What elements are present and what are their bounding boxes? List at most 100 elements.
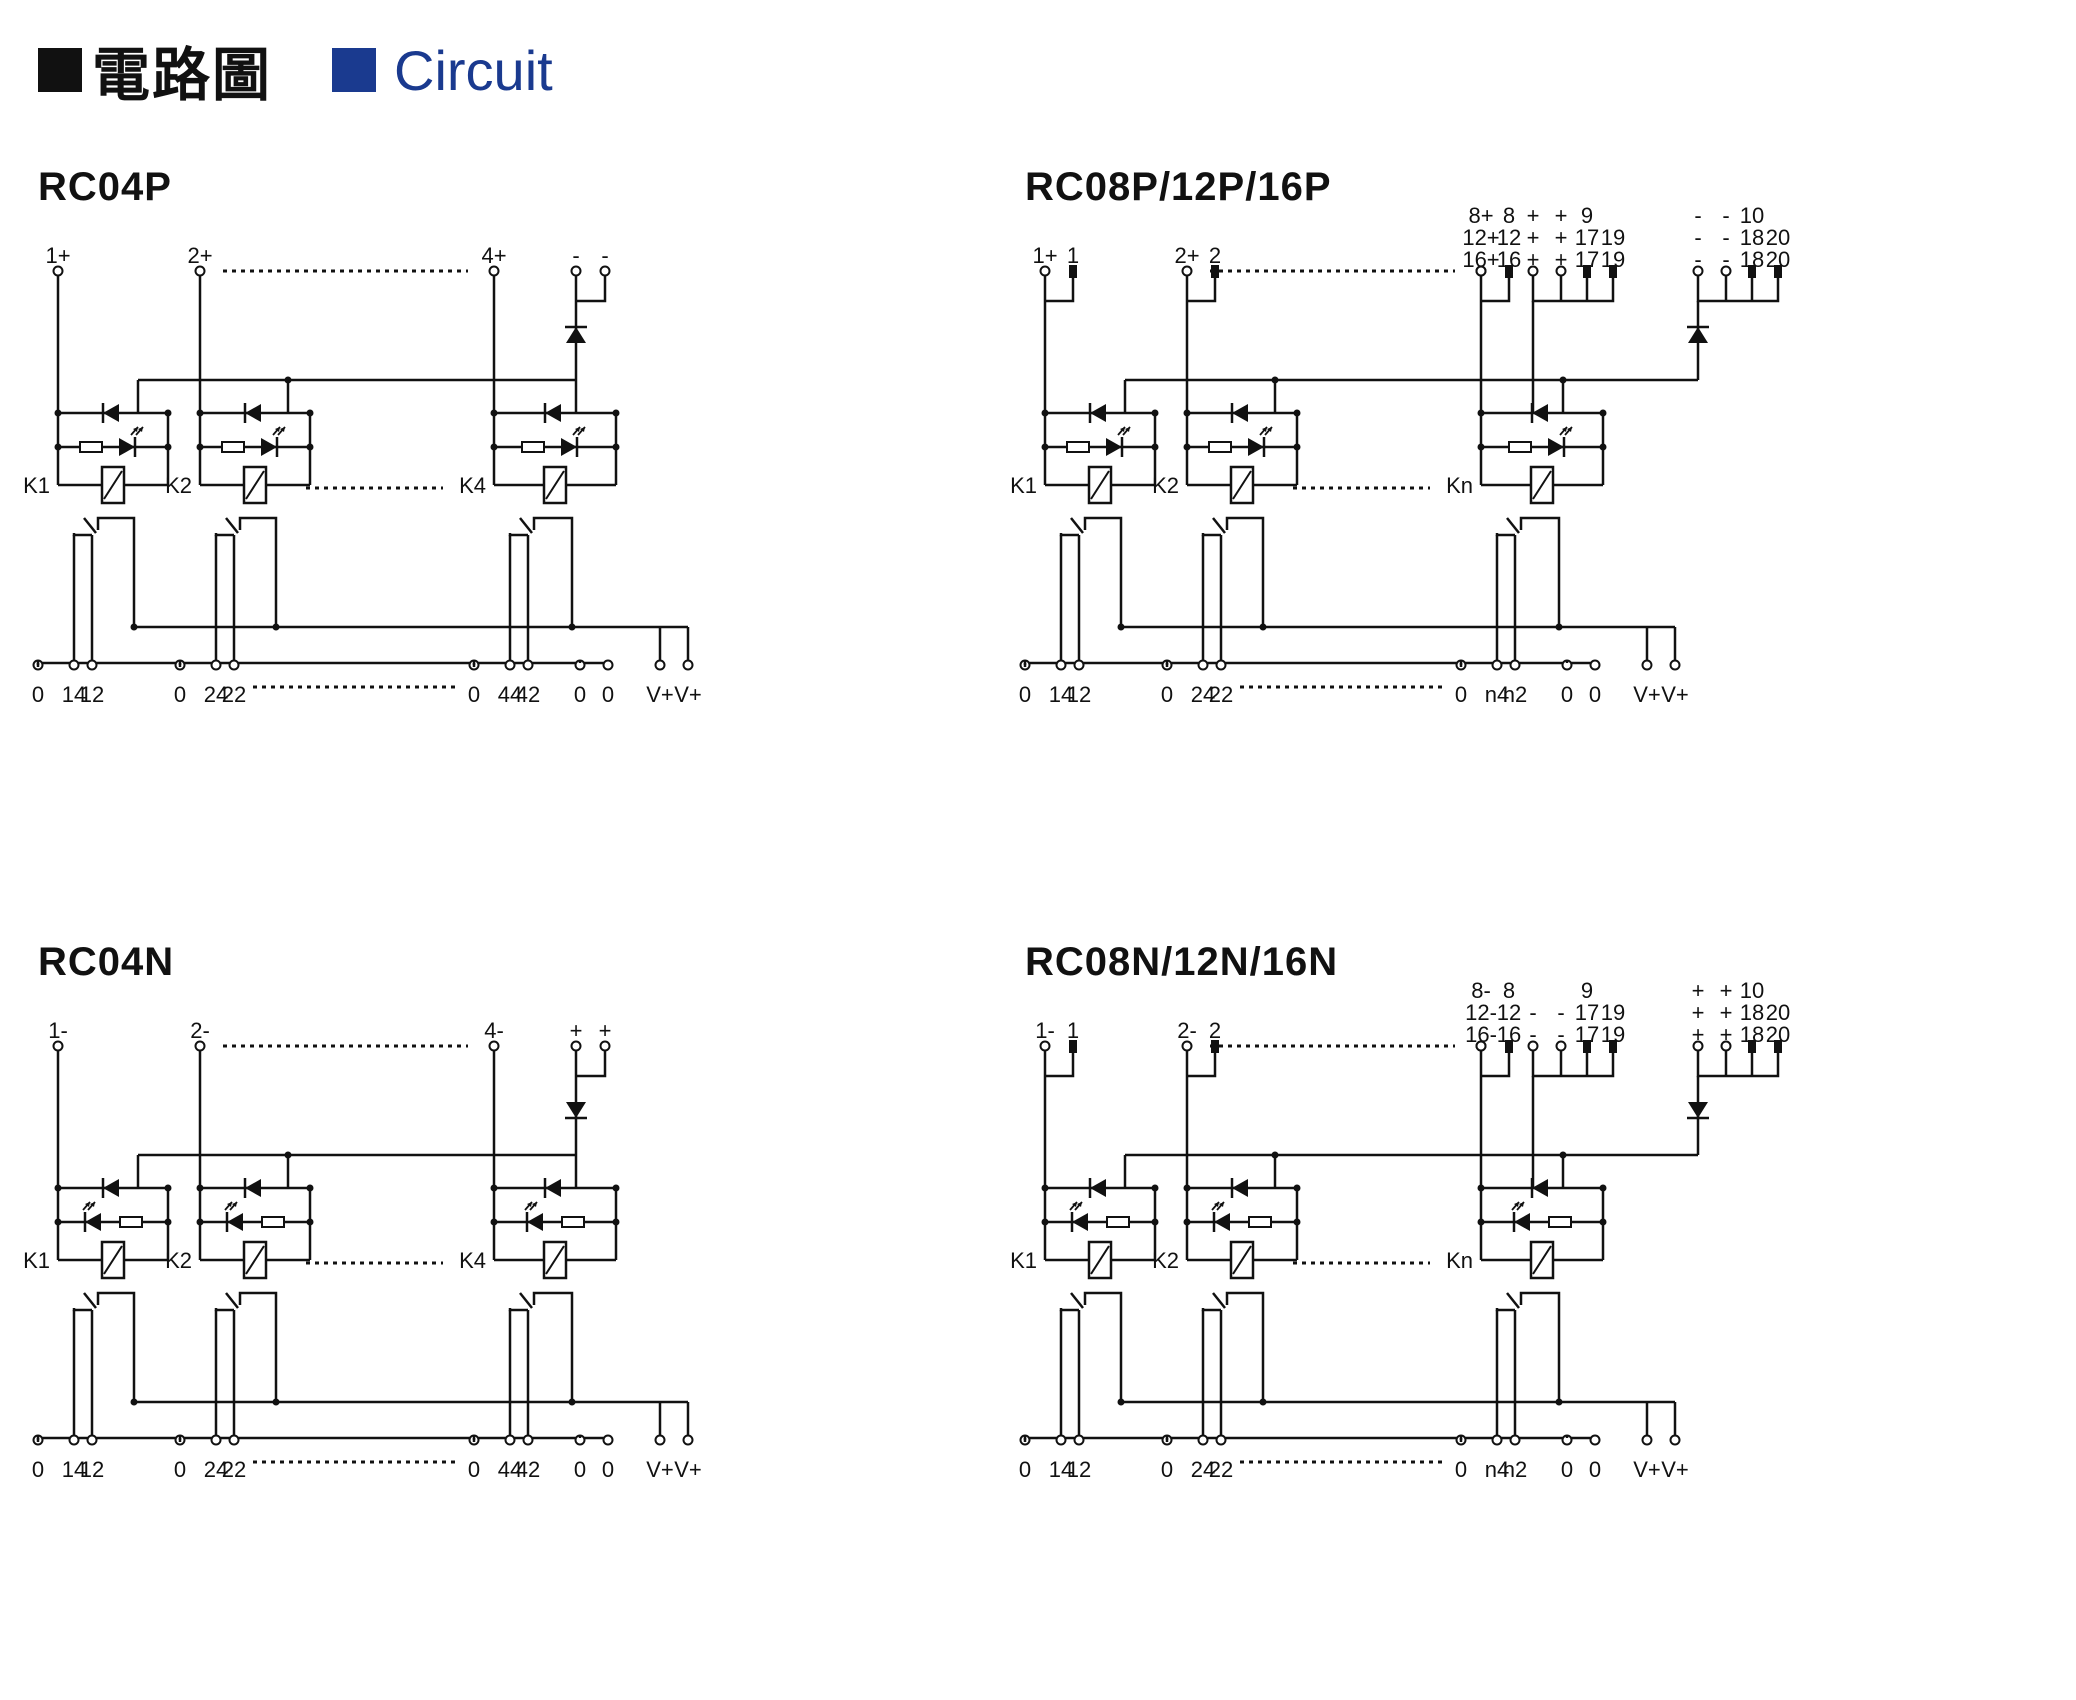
- switch-wire: [1059, 1308, 1079, 1312]
- panel-title: RC04P: [38, 165, 172, 209]
- terminal-label: 0: [574, 1457, 586, 1482]
- terminal-label: 14: [62, 682, 86, 707]
- terminal: [1055, 1434, 1067, 1446]
- switch-blade: [1212, 1292, 1226, 1309]
- terminal-label: V+: [674, 1457, 702, 1482]
- terminal-label: 0: [174, 1457, 186, 1482]
- terminal: [599, 265, 611, 277]
- input-label: 2-: [190, 1018, 210, 1043]
- resistor-icon: [521, 441, 545, 453]
- terminal: [1073, 659, 1085, 671]
- terminal: [522, 1434, 534, 1446]
- led-arrow-head: [575, 427, 580, 432]
- junction-dot: [54, 443, 62, 451]
- input-label: 2+: [1174, 243, 1199, 268]
- terminal-label: 0: [1455, 682, 1467, 707]
- terminal: [1509, 1434, 1521, 1446]
- bridge-wire: [1696, 1050, 1780, 1078]
- square-terminal: [1609, 265, 1617, 278]
- input-label: 1+: [45, 243, 70, 268]
- diode-icon: [103, 404, 119, 422]
- terminal: [570, 1040, 582, 1052]
- junction-dot: [1151, 1218, 1159, 1226]
- group-label: -: [1557, 1022, 1564, 1047]
- junction-dot: [612, 443, 620, 451]
- input-label: 1: [1067, 1018, 1079, 1043]
- group-label: 18: [1740, 1000, 1764, 1025]
- group-label: +: [1527, 225, 1540, 250]
- junction-dot: [1259, 1398, 1267, 1406]
- coil-stroke: [1232, 1245, 1252, 1275]
- resistor-icon: [1508, 441, 1532, 453]
- input-label: 4-: [484, 1018, 504, 1043]
- terminal: [1527, 265, 1539, 277]
- junction-dot: [1183, 443, 1191, 451]
- terminal: [1491, 659, 1503, 671]
- terminal-label: V+: [646, 1457, 674, 1482]
- switch-common: [1225, 516, 1265, 627]
- terminal: [654, 1434, 666, 1446]
- group-label: 9: [1581, 978, 1593, 1003]
- junction-dot: [130, 1398, 138, 1406]
- coil-stroke: [545, 1245, 565, 1275]
- square-terminal: [1583, 265, 1591, 278]
- chinese-title: 電路圖: [92, 43, 273, 108]
- terminal: [682, 659, 694, 671]
- square-terminal: [1069, 1040, 1077, 1053]
- supply-label: +: [570, 1018, 583, 1043]
- group-label: -: [1694, 203, 1701, 228]
- switch-wire: [214, 533, 234, 537]
- terminal: [1215, 659, 1227, 671]
- terminal: [1589, 659, 1601, 671]
- group-label: +: [1692, 978, 1705, 1003]
- switch-wire: [1201, 533, 1221, 537]
- relay-label: K1: [23, 473, 50, 498]
- terminal-label: 22: [222, 1457, 246, 1482]
- terminal: [504, 1434, 516, 1446]
- junction-dot: [130, 623, 138, 631]
- junction-dot: [1293, 1218, 1301, 1226]
- bridge-wire: [1531, 1050, 1615, 1078]
- terminal: [1561, 659, 1573, 671]
- english-title: Circuit: [394, 38, 553, 102]
- coil-stroke: [1090, 470, 1110, 500]
- led-arrow-head: [1219, 1202, 1224, 1207]
- junction-dot: [306, 1184, 314, 1192]
- led-arrow-head: [1072, 1202, 1077, 1207]
- input-label: 2: [1209, 1018, 1221, 1043]
- diode-icon: [245, 404, 261, 422]
- junction-dot: [1559, 376, 1567, 384]
- diode-icon: [1232, 1179, 1248, 1197]
- terminal: [504, 659, 516, 671]
- input-label: 2-: [1177, 1018, 1197, 1043]
- switch-wire: [214, 1308, 234, 1312]
- terminal: [52, 1040, 64, 1052]
- terminal: [1589, 1434, 1601, 1446]
- terminal: [1669, 659, 1681, 671]
- group-label: +: [1720, 1000, 1733, 1025]
- group-label: +: [1555, 225, 1568, 250]
- terminal-label: V+: [1633, 1457, 1661, 1482]
- terminal-label: V+: [1633, 682, 1661, 707]
- resistor-icon: [1208, 441, 1232, 453]
- terminal: [1181, 265, 1193, 277]
- resistor-icon: [1248, 1216, 1272, 1228]
- resistor-icon: [79, 441, 103, 453]
- switch-wire: [508, 533, 528, 537]
- terminal: [1475, 1040, 1487, 1052]
- group-label: -: [1694, 225, 1701, 250]
- terminal: [602, 1434, 614, 1446]
- switch-common: [532, 1291, 574, 1402]
- square-terminal: [1748, 265, 1756, 278]
- terminal: [228, 1434, 240, 1446]
- junction-dot: [1477, 443, 1485, 451]
- junction-dot: [306, 443, 314, 451]
- square-terminal: [1069, 265, 1077, 278]
- junction-dot: [612, 1184, 620, 1192]
- group-label: -: [1557, 1000, 1564, 1025]
- terminal: [228, 659, 240, 671]
- group-label: 20: [1766, 1000, 1790, 1025]
- group-label: +: [1527, 247, 1540, 272]
